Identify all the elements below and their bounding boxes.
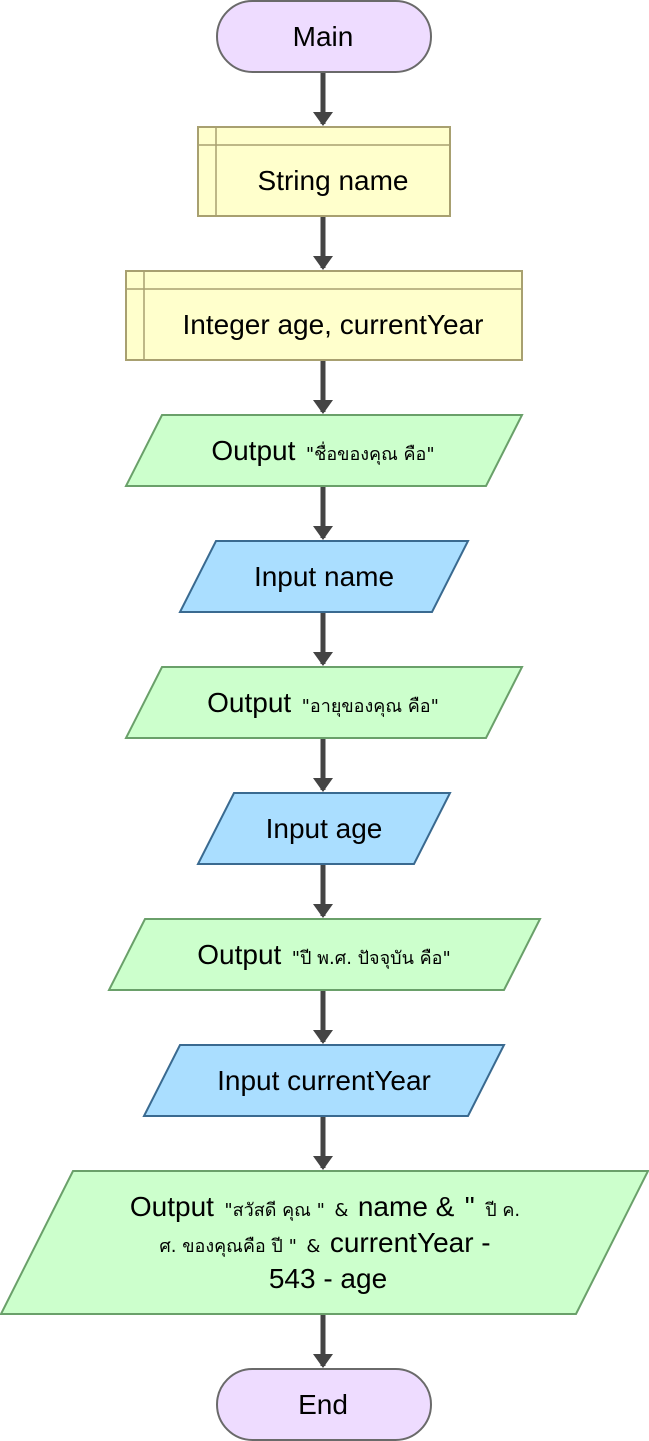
output-result-line-3: 543 - age	[269, 1263, 387, 1294]
input-year-label: Input currentYear	[217, 1065, 431, 1096]
output-name-prompt-text: Output "ชื่อของคุณ คือ"	[211, 435, 434, 466]
connectors	[313, 72, 333, 1368]
output-string: ศ. ของคุณคือ ปี "	[159, 1236, 297, 1257]
output-keyword: Output	[130, 1191, 214, 1222]
concat-operator: &	[306, 1236, 320, 1257]
arrowhead	[313, 1354, 333, 1368]
input-age-block[interactable]: Input age	[196, 792, 452, 865]
output-result-line-1: Output "สวัสดี คุณ " & name & " ปี ค.	[130, 1191, 520, 1222]
output-shape	[0, 1170, 649, 1315]
output-shape	[107, 918, 542, 991]
output-quote: "	[465, 1191, 475, 1222]
arrowhead	[313, 526, 333, 540]
input-name-label: Input name	[254, 561, 394, 592]
output-string: "ชื่อของคุณ คือ"	[306, 441, 435, 465]
arrowhead	[313, 112, 333, 126]
output-result-line-2: ศ. ของคุณคือ ปี " & currentYear -	[159, 1227, 490, 1258]
arrowhead	[313, 778, 333, 792]
input-age-label: Input age	[266, 813, 383, 844]
arrowhead	[313, 652, 333, 666]
input-shape	[196, 792, 452, 865]
output-name-prompt-block[interactable]: Output "ชื่อของคุณ คือ"	[124, 414, 524, 487]
declare-name-label: String name	[258, 165, 409, 196]
output-string: "ปี พ.ศ. ปัจจุบัน คือ"	[292, 948, 451, 969]
output-expression: currentYear -	[330, 1227, 491, 1258]
end-label: End	[298, 1389, 348, 1420]
declare-name-block[interactable]: String name	[197, 126, 451, 217]
declare-shape	[197, 126, 451, 217]
output-age-prompt-text: Output "อายุของคุณ คือ"	[207, 687, 439, 718]
start-terminal[interactable]: Main	[216, 0, 432, 73]
input-name-block[interactable]: Input name	[178, 540, 470, 613]
output-shape	[124, 414, 524, 487]
output-shape	[124, 666, 524, 739]
output-variable: name &	[358, 1191, 455, 1222]
output-result-block[interactable]: Output "สวัสดี คุณ " & name & " ปี ค. ศ.…	[0, 1170, 649, 1315]
output-string: ปี ค.	[485, 1200, 520, 1221]
output-keyword: Output	[211, 435, 295, 466]
output-year-prompt-text: Output "ปี พ.ศ. ปัจจุบัน คือ"	[197, 939, 451, 970]
arrowhead	[313, 1156, 333, 1170]
output-keyword: Output	[207, 687, 291, 718]
input-year-block[interactable]: Input currentYear	[142, 1044, 506, 1117]
arrowhead	[313, 904, 333, 918]
declare-shape	[125, 270, 523, 361]
start-label: Main	[293, 21, 354, 52]
output-age-prompt-block[interactable]: Output "อายุของคุณ คือ"	[124, 666, 524, 739]
output-keyword: Output	[197, 939, 281, 970]
terminal-shape	[216, 1368, 432, 1441]
declare-age-label: Integer age, currentYear	[183, 309, 484, 340]
arrowhead	[313, 256, 333, 270]
output-string: "อายุของคุณ คือ"	[302, 696, 439, 717]
concat-operator: &	[334, 1200, 348, 1221]
arrowhead	[313, 1030, 333, 1044]
output-year-prompt-block[interactable]: Output "ปี พ.ศ. ปัจจุบัน คือ"	[107, 918, 542, 991]
arrowhead	[313, 400, 333, 414]
input-shape	[178, 540, 470, 613]
terminal-shape	[216, 0, 432, 73]
input-shape	[142, 1044, 506, 1117]
end-terminal[interactable]: End	[216, 1368, 432, 1441]
output-string: "สวัสดี คุณ "	[224, 1200, 325, 1221]
declare-age-block[interactable]: Integer age, currentYear	[125, 270, 523, 361]
